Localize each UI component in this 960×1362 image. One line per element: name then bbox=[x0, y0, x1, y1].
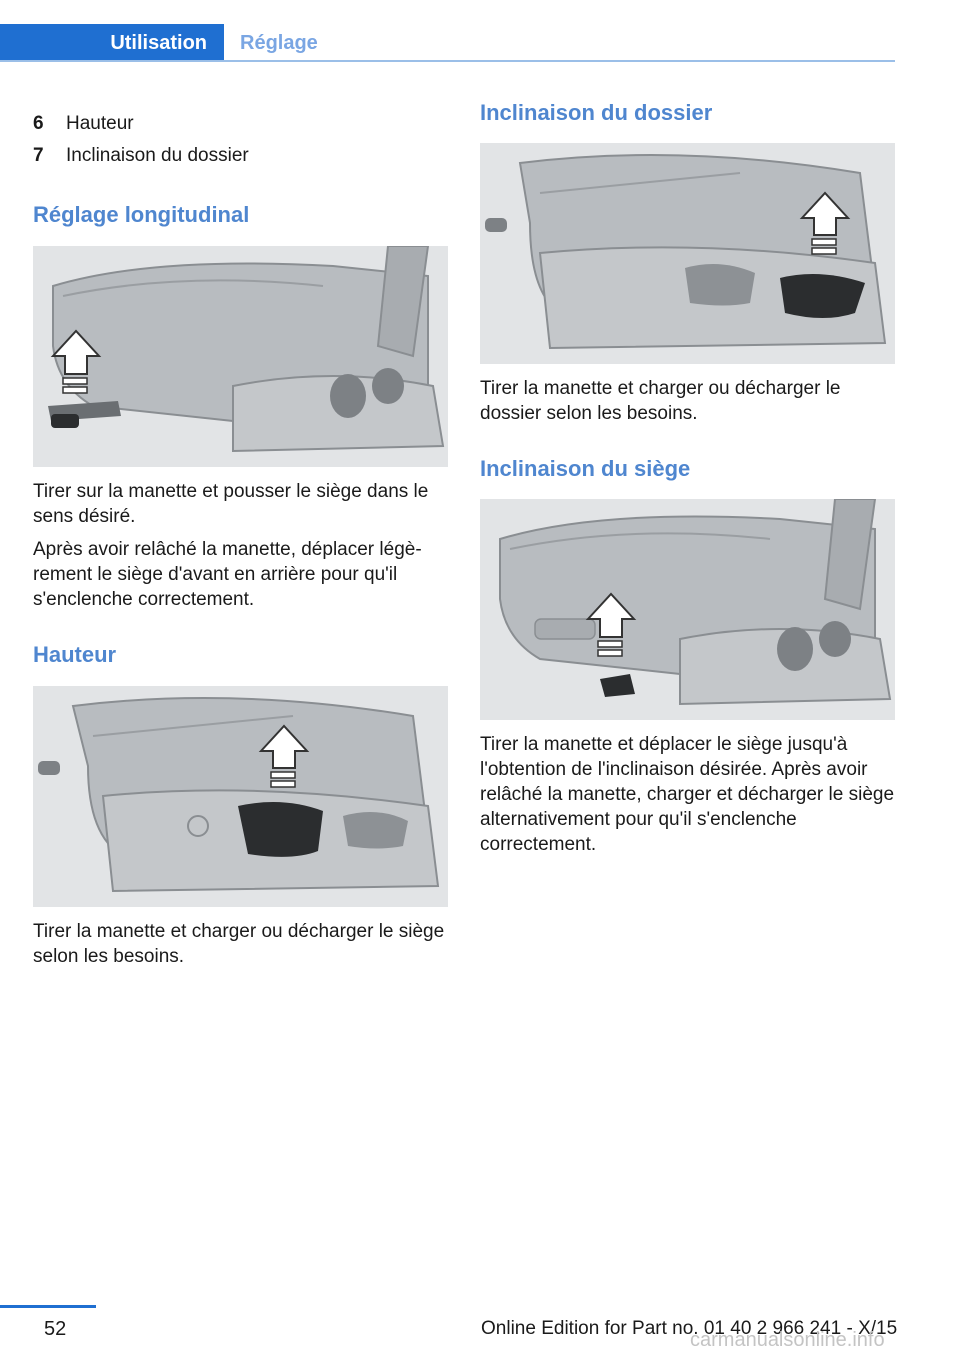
header-rule bbox=[0, 60, 895, 62]
section-title-hauteur: Hauteur bbox=[33, 642, 117, 667]
paragraph: Tirer la manette et déplacer le siège ju… bbox=[480, 734, 895, 855]
edition-note: Online Edition for Part no. 01 40 2 966 … bbox=[481, 1318, 898, 1339]
paragraph: Après avoir relâché la manette, déplacer… bbox=[33, 539, 422, 610]
right-column: Inclinaison du dossier Tirer la manette … bbox=[480, 100, 895, 857]
section-title-siege: Inclinaison du siège bbox=[480, 456, 691, 481]
seat-illustration-longitudinal bbox=[33, 246, 448, 467]
tab-utilisation[interactable]: Utilisation bbox=[0, 24, 224, 62]
list-item: 6 Hauteur bbox=[33, 108, 448, 140]
list-number: 7 bbox=[33, 145, 44, 166]
page-number: 52 bbox=[44, 1318, 67, 1340]
list-item: 7 Inclinaison du dossier bbox=[33, 140, 448, 172]
list-text: Inclinaison du dossier bbox=[66, 145, 249, 166]
left-column: 6 Hauteur 7 Inclinaison du dossier Régla… bbox=[33, 108, 448, 969]
tab-reglage[interactable]: Réglage bbox=[240, 32, 318, 54]
paragraph: Tirer la manette et charger ou décharger… bbox=[480, 378, 841, 424]
paragraph: Tirer sur la manette et pousser le siège… bbox=[33, 481, 429, 527]
section-title-longitudinal: Réglage longitudinal bbox=[33, 202, 250, 227]
footer-rule bbox=[0, 1305, 96, 1308]
seat-illustration-hauteur bbox=[33, 686, 448, 907]
paragraph: Tirer la manette et charger ou décharger… bbox=[33, 921, 445, 967]
seat-illustration-dossier bbox=[480, 143, 895, 364]
watermark: carmanualsonline.info bbox=[690, 1329, 885, 1351]
seat-illustration-siege bbox=[480, 499, 895, 720]
list-text: Hauteur bbox=[66, 113, 134, 134]
page-header: Utilisation Réglage bbox=[0, 24, 895, 62]
list-number: 6 bbox=[33, 113, 44, 134]
section-title-dossier: Inclinaison du dossier bbox=[480, 100, 713, 125]
